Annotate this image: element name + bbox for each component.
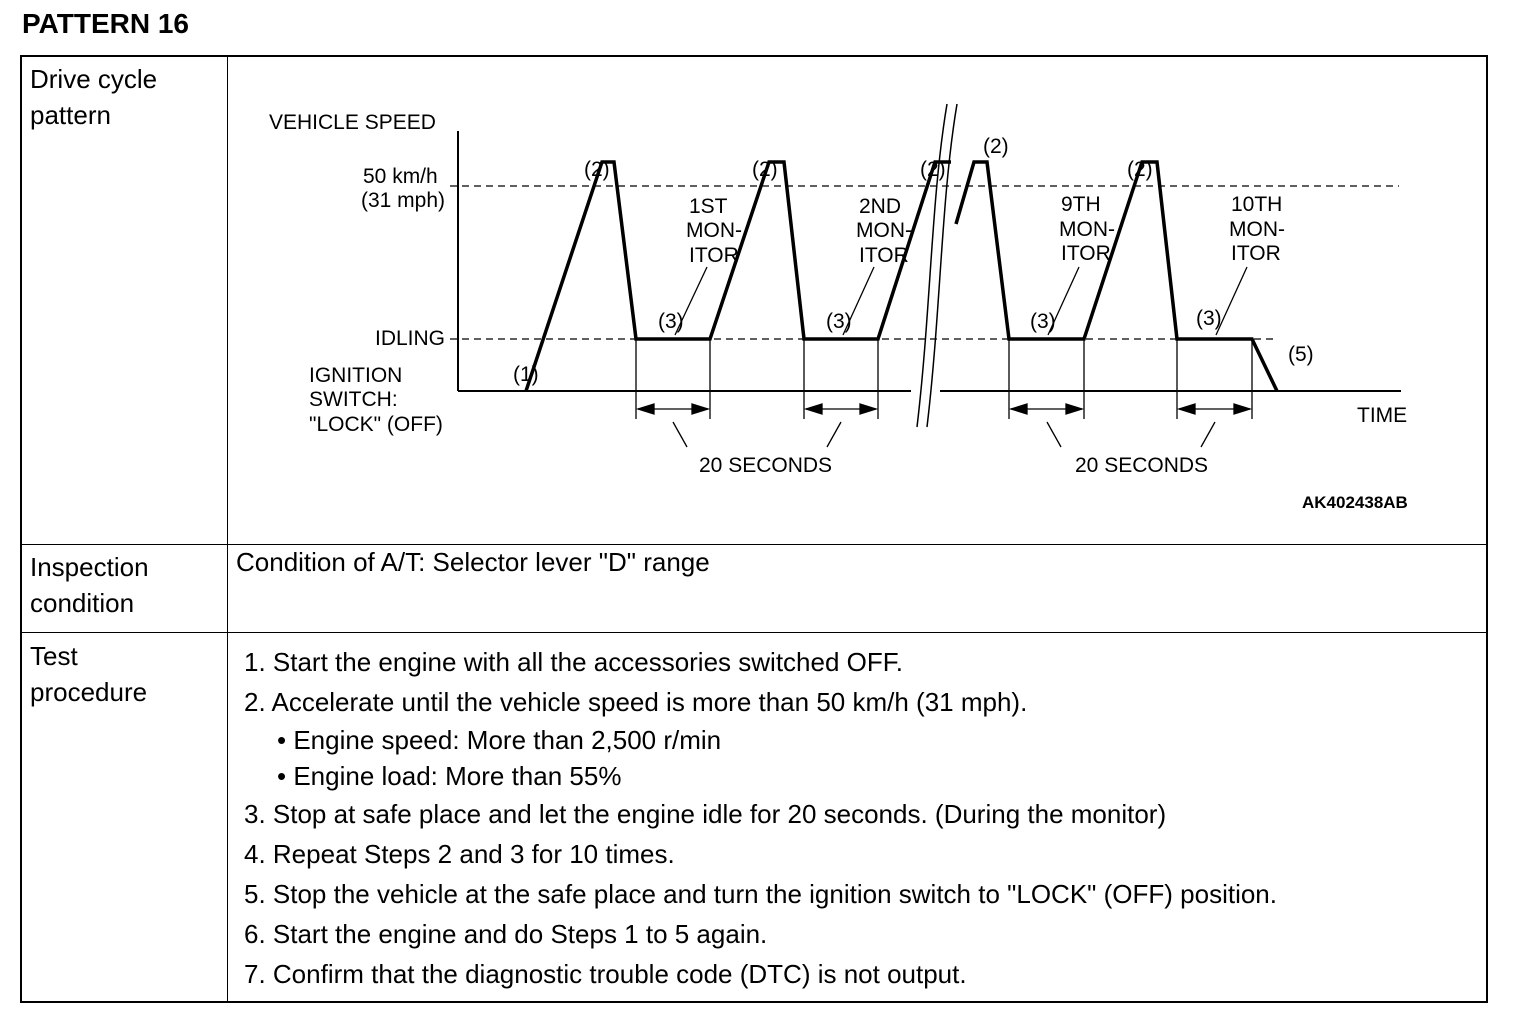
- monitor-label: 1ST: [689, 195, 728, 218]
- marker-2: (2): [920, 158, 946, 181]
- monitor-label: MON-: [686, 219, 742, 242]
- procedure-step: 4. Repeat Steps 2 and 3 for 10 times.: [244, 839, 675, 869]
- marker-2: (2): [584, 158, 610, 181]
- row-divider: [22, 544, 1486, 545]
- procedure-substep: • Engine speed: More than 2,500 r/min: [277, 725, 722, 755]
- speed-31-mph-label: (31 mph): [361, 189, 445, 212]
- monitor-label: MON-: [856, 219, 912, 242]
- column-divider: [227, 57, 228, 1001]
- duration-arrows: [635, 403, 1253, 415]
- row-divider: [22, 632, 1486, 633]
- procedure-step: 1. Start the engine with all the accesso…: [244, 647, 903, 677]
- marker-5: (5): [1288, 343, 1314, 366]
- monitor-label: 2ND: [859, 195, 901, 218]
- monitor-label: ITOR: [1061, 242, 1111, 265]
- monitor-label: 10TH: [1231, 193, 1282, 216]
- marker-2: (2): [983, 135, 1009, 158]
- vehicle-speed-label: VEHICLE SPEED: [269, 111, 436, 134]
- marker-2: (2): [1127, 158, 1153, 181]
- procedure-substep: • Engine load: More than 55%: [277, 761, 622, 791]
- period-boundaries: [635, 339, 1253, 419]
- inspection-condition-text: Condition of A/T: Selector lever "D" ran…: [236, 547, 710, 577]
- procedure-step: 5. Stop the vehicle at the safe place an…: [244, 879, 1277, 909]
- idling-label: IDLING: [375, 327, 445, 350]
- drive-cycle-table: Drive cycle pattern Inspection condition…: [20, 55, 1488, 1003]
- procedure-step: 7. Confirm that the diagnostic trouble c…: [244, 959, 967, 989]
- speed-trace: [954, 160, 1279, 392]
- duration-label: 20 SECONDS: [699, 454, 832, 477]
- axis-break-line: [926, 103, 958, 428]
- label-drive-cycle-pattern: Drive cycle pattern: [30, 64, 158, 130]
- ignition-label-line1: IGNITION: [309, 364, 402, 387]
- label-inspection-condition: Inspection condition: [30, 552, 149, 618]
- marker-1: (1): [513, 363, 539, 386]
- monitor-label: ITOR: [1231, 242, 1281, 265]
- monitor-label: 9TH: [1061, 193, 1101, 216]
- figure-code: AK402438AB: [1302, 493, 1408, 512]
- label-test-procedure: Test procedure: [30, 641, 148, 707]
- page-title: PATTERN 16: [22, 8, 189, 39]
- monitor-label: MON-: [1229, 218, 1285, 241]
- drive-cycle-diagram: VEHICLE SPEED 50 km/h (31 mph) IDLING IG…: [269, 103, 1408, 512]
- marker-3: (3): [826, 310, 852, 333]
- procedure-step: 6. Start the engine and do Steps 1 to 5 …: [244, 919, 768, 949]
- procedure-step: 2. Accelerate until the vehicle speed is…: [244, 687, 1028, 717]
- marker-3: (3): [1030, 310, 1056, 333]
- ignition-label-line3: "LOCK" (OFF): [309, 413, 443, 436]
- marker-3: (3): [658, 310, 684, 333]
- procedure-step: 3. Stop at safe place and let the engine…: [244, 799, 1167, 829]
- leader-lines: [672, 266, 1248, 448]
- ignition-label-line2: SWITCH:: [309, 388, 398, 411]
- axis-break-line: [916, 103, 948, 428]
- marker-3: (3): [1196, 307, 1222, 330]
- monitor-label: ITOR: [689, 244, 739, 267]
- time-label: TIME: [1357, 404, 1407, 427]
- monitor-label: MON-: [1059, 218, 1115, 241]
- duration-label: 20 SECONDS: [1075, 454, 1208, 477]
- test-procedure-steps: 1. Start the engine with all the accesso…: [244, 642, 1277, 994]
- speed-50-kmh-label: 50 km/h: [363, 165, 438, 188]
- monitor-label: ITOR: [859, 244, 909, 267]
- marker-2: (2): [752, 158, 778, 181]
- speed-trace: [524, 160, 951, 392]
